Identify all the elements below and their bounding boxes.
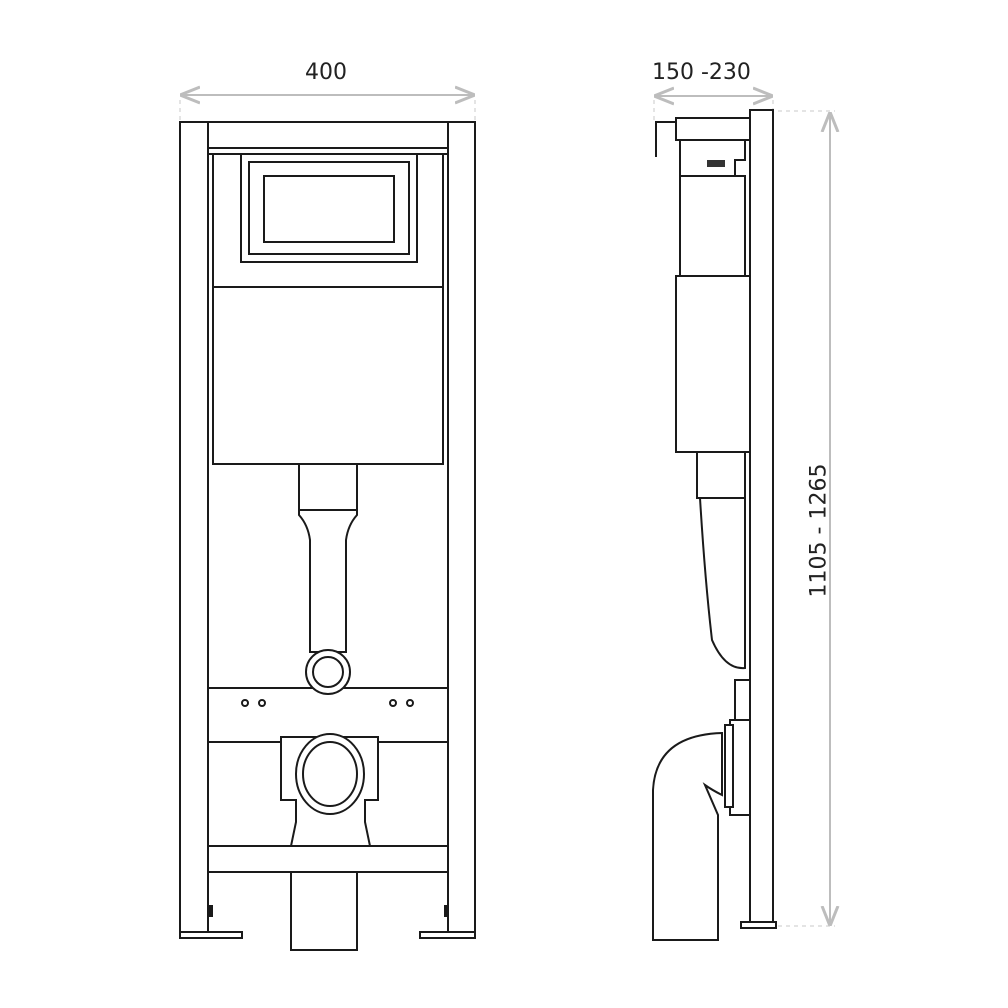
- height-label: 1105 - 1265: [806, 463, 832, 598]
- depth-label: 150 -230: [652, 60, 751, 85]
- width-label: 400: [305, 60, 347, 85]
- mounting-bracket: [207, 687, 449, 743]
- flush-button: [263, 175, 395, 243]
- flush-pipe: [298, 463, 358, 653]
- top-bar: [207, 121, 449, 149]
- flush-pipe-side: [698, 497, 746, 670]
- front-view: [179, 121, 476, 951]
- wall-plate: [749, 109, 774, 923]
- elbow-pipe: [652, 731, 723, 941]
- right-foot: [419, 931, 476, 939]
- side-view: [652, 109, 777, 941]
- left-post: [179, 121, 209, 935]
- bottom-bar: [207, 845, 449, 873]
- cistern-side: [675, 275, 751, 453]
- top-bracket: [675, 117, 751, 141]
- right-post: [447, 121, 476, 935]
- left-foot: [179, 931, 243, 939]
- width-dimension-line: [179, 95, 476, 120]
- outlet-pipe: [290, 871, 358, 951]
- height-dimension-line: [778, 110, 835, 927]
- depth-dimension-line: [653, 96, 774, 120]
